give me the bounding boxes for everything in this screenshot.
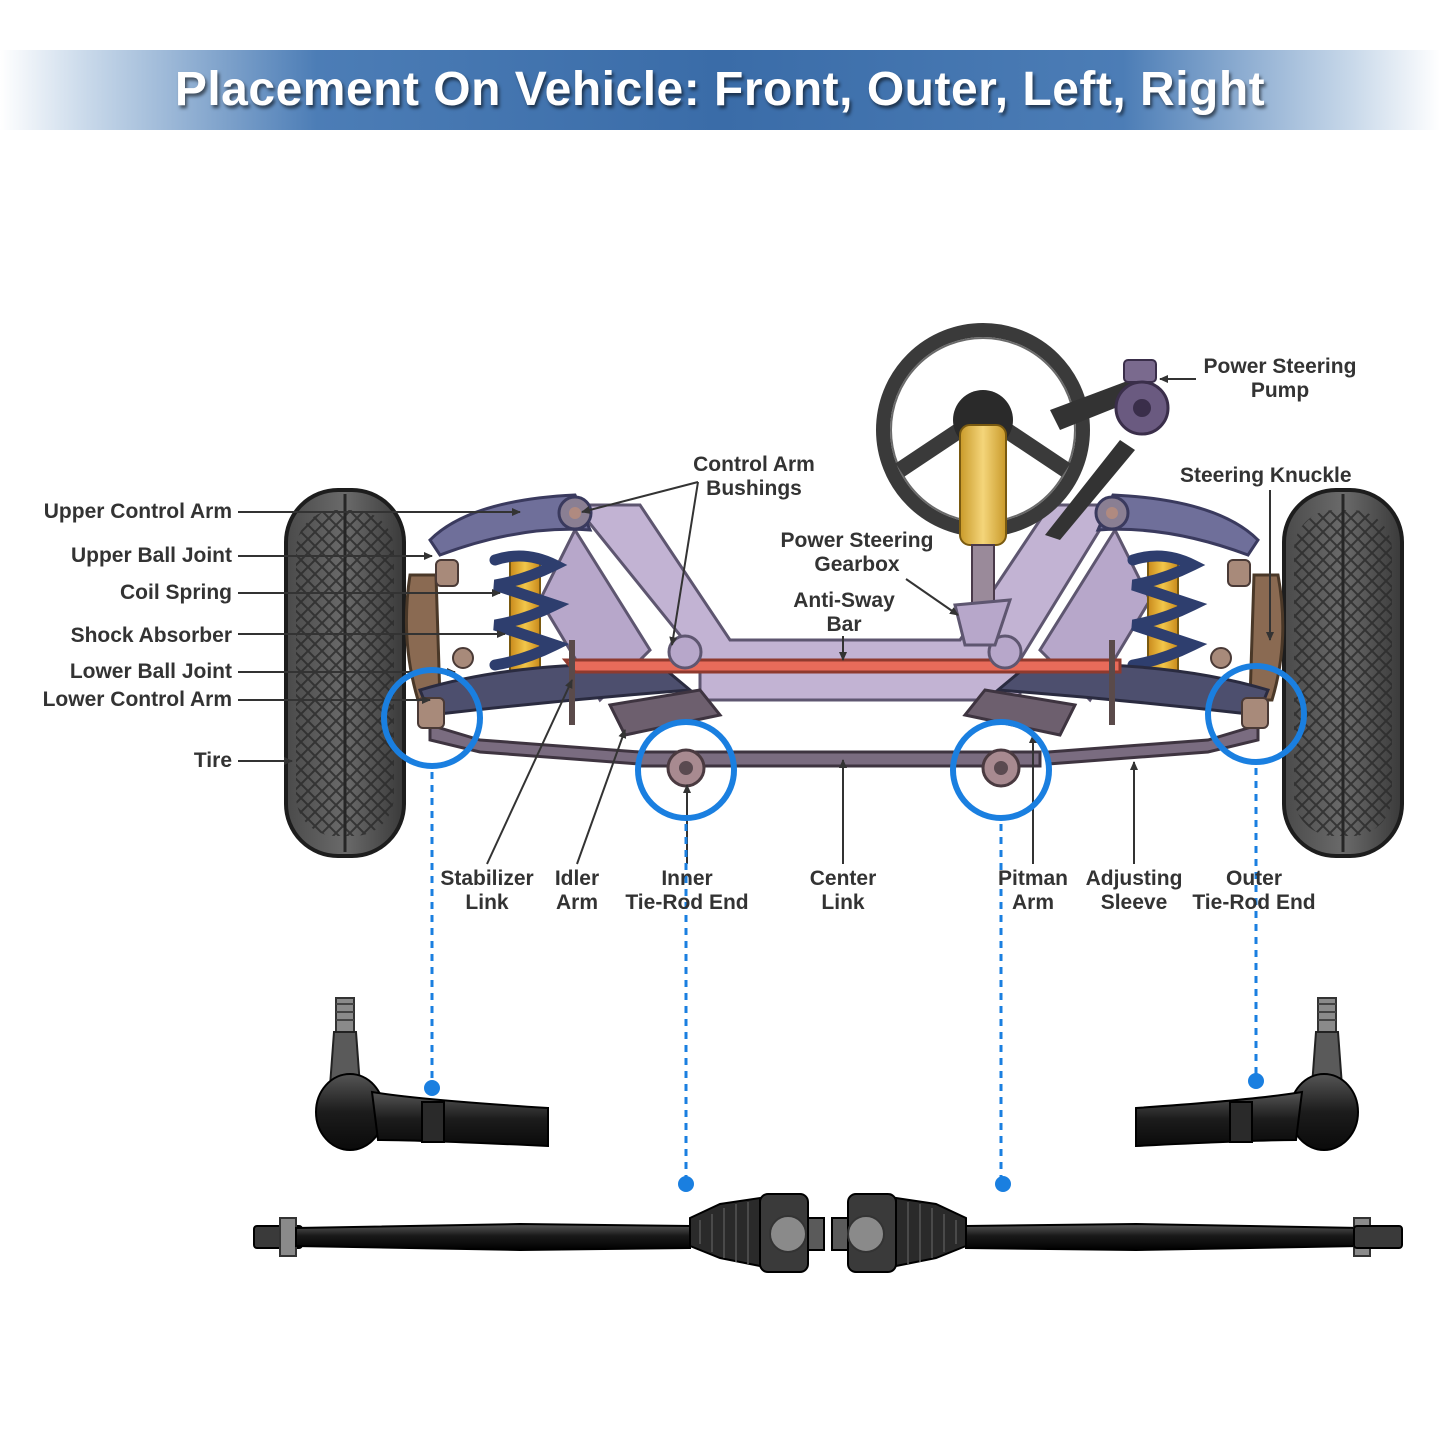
right-lower-control-arm [994, 662, 1271, 717]
power-steering-pump [1045, 359, 1170, 540]
label-upper-ball-joint: Upper Ball Joint [70, 544, 232, 567]
label-stabilizer-link: Stabilizer Link [440, 867, 534, 914]
pitman-arm [962, 688, 1078, 737]
leader-lines [238, 375, 1274, 865]
label-adjusting-sleeve: Adjusting Sleeve [1085, 867, 1183, 914]
label-center-link: Center Link [809, 867, 877, 914]
label-anti-sway-bar: Anti-Sway Bar [793, 589, 895, 636]
label-outer-tie-rod-end: Outer Tie-Rod End [1192, 867, 1316, 914]
outer-tie-rod-end-right [1135, 997, 1359, 1151]
label-inner-tie-rod-end: Inner Tie-Rod End [625, 867, 749, 914]
banner-title: Placement On Vehicle: Front, Outer, Left… [174, 63, 1266, 116]
highlight-circles [381, 663, 1307, 821]
steering-wheel [876, 323, 1090, 647]
label-pitman-arm: Pitman Arm [997, 867, 1068, 914]
left-coil-spring [489, 550, 570, 676]
label-lower-control-arm: Lower Control Arm [42, 688, 232, 711]
label-control-arm-bushings: Control Arm Bushings [693, 453, 815, 500]
right-tire [1282, 488, 1404, 858]
left-lower-control-arm [417, 662, 694, 717]
right-tie-rod [1046, 722, 1260, 766]
inner-tie-rod-right [831, 1193, 1403, 1273]
idler-arm [607, 688, 723, 737]
label-lower-ball-joint: Lower Ball Joint [69, 660, 232, 683]
label-idler-arm: Idler Arm [554, 867, 600, 914]
right-steering-knuckle [1248, 573, 1285, 702]
label-coil-spring: Coil Spring [120, 581, 232, 604]
connector-lines [430, 768, 1258, 1182]
label-steering-knuckle: Steering Knuckle [1180, 464, 1352, 487]
anti-sway-bar [561, 658, 1122, 674]
inner-tie-rod-left [253, 1193, 825, 1273]
label-power-steering-gearbox: Power Steering Gearbox [780, 529, 934, 576]
label-power-steering-pump: Power Steering Pump [1203, 355, 1357, 402]
title-banner: Placement On Vehicle: Front, Outer, Left… [0, 50, 1440, 130]
outer-tie-rod-end-left [315, 997, 549, 1151]
label-upper-control-arm: Upper Control Arm [43, 500, 232, 523]
left-upper-control-arm [428, 493, 593, 557]
label-tire: Tire [193, 749, 232, 772]
right-coil-spring [1127, 550, 1208, 676]
label-shock-absorber: Shock Absorber [70, 624, 232, 647]
right-upper-control-arm [1095, 493, 1260, 557]
